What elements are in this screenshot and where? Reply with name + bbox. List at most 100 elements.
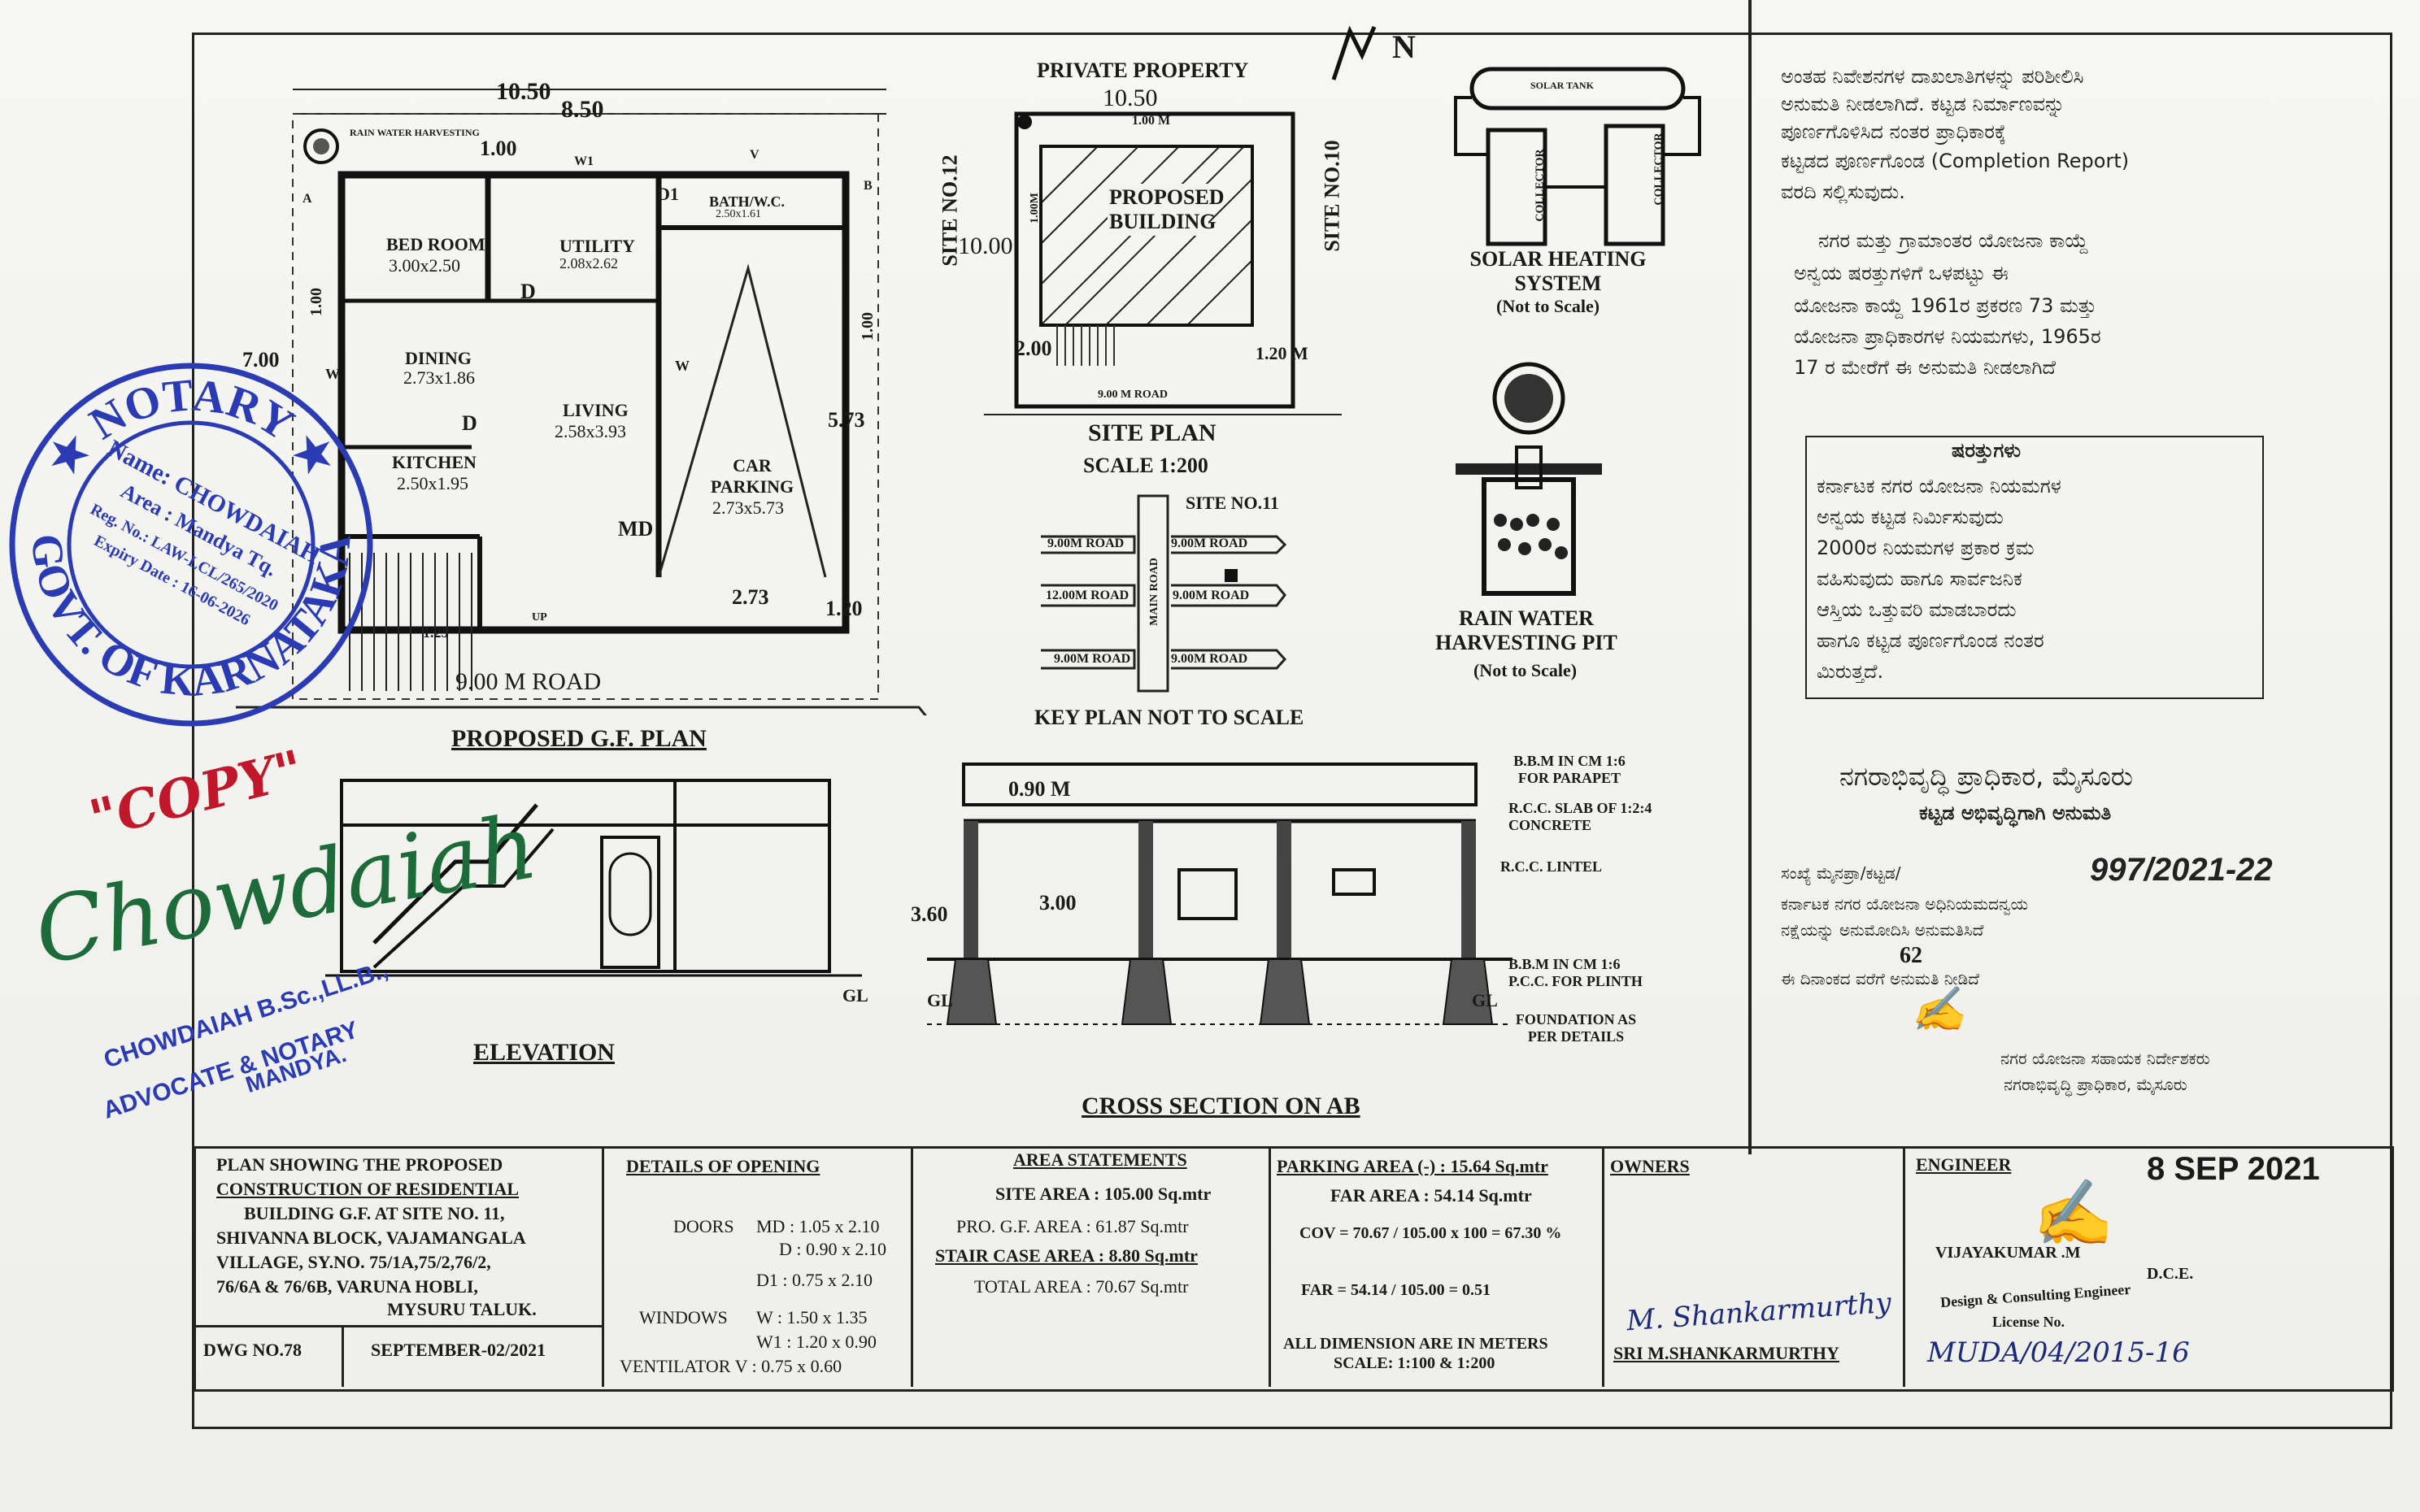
stair-up-mark: UP bbox=[532, 611, 547, 623]
site-building-label: PROPOSED BUILDING bbox=[1108, 184, 1225, 236]
tb-openings-title: DETAILS OF OPENING bbox=[626, 1156, 820, 1176]
gf-dim-left: 7.00 bbox=[242, 348, 280, 371]
key-road-5: 9.00M ROAD bbox=[1054, 652, 1131, 666]
tb-project-3: BUILDING G.F. AT SITE NO. 11, bbox=[244, 1203, 505, 1223]
gf-dim-100b: 1.00 bbox=[859, 312, 877, 341]
permit-62: 62 bbox=[1900, 943, 1922, 968]
gf-dim-inner: 8.50 bbox=[561, 96, 604, 123]
site-plan-width: 10.50 bbox=[1103, 85, 1158, 111]
kannada-mid-2: ಅನ್ವಯ ಷರತ್ತುಗಳಿಗೆ ಒಳಪಟ್ಟು ಈ bbox=[1794, 262, 2009, 285]
permit-line-2: ನಕ್ಷೆಯನ್ನು ಅನುಮೋದಿಸಿ ಅನುಮತಿಸಿದೆ bbox=[1781, 920, 1984, 940]
tb-far-area: FAR AREA : 54.14 Sq.mtr bbox=[1330, 1185, 1532, 1206]
tb-dims-note: ALL DIMENSION ARE IN METERS bbox=[1283, 1335, 1548, 1353]
section-note-parapet: B.B.M IN CM 1:6 FOR PARAPET bbox=[1513, 753, 1626, 786]
gf-dim-parking: 2.73 bbox=[732, 585, 769, 609]
room-dining-name: DINING bbox=[405, 348, 472, 368]
tb-date-stamp: 8 SEP 2021 bbox=[2147, 1151, 2320, 1187]
room-kitchen-name: KITCHEN bbox=[392, 452, 477, 472]
room-bath-name: BATH/W.C. bbox=[709, 193, 786, 210]
key-plan-title: KEY PLAN NOT TO SCALE bbox=[1034, 706, 1304, 729]
tb-door-md: MD : 1.05 x 2.10 bbox=[756, 1216, 880, 1236]
kannada-box-3: 2000ರ ನಿಯಮಗಳ ಪ್ರಕಾರ ಕ್ರಮ bbox=[1817, 537, 2035, 559]
permit-number-prefix: ಸಂಖ್ಯೆ ಮೈನಪ್ರಾ/ಕಟ್ಟಡ/ bbox=[1781, 863, 1901, 883]
tb-project-5: VILLAGE, SY.NO. 75/1A,75/2,76/2, bbox=[216, 1252, 491, 1272]
tb-divider-3 bbox=[1269, 1146, 1271, 1387]
section-mark-b: B bbox=[864, 179, 873, 193]
officer-signature: ✍ bbox=[1911, 984, 1966, 1035]
kannada-box-7: ಮಿರುತ್ತದೆ. bbox=[1817, 660, 1884, 683]
room-utility-size: 2.08x2.62 bbox=[559, 255, 618, 272]
notary-stamp: ★ NOTARY ★ GOVT. OF KARNATAKA Name: CHOW… bbox=[9, 363, 373, 727]
north-arrow-icon bbox=[1331, 25, 1377, 80]
room-dining-size: 2.73x1.86 bbox=[403, 367, 475, 388]
gf-dim-125: 1.25 bbox=[423, 624, 449, 641]
kannada-box-2: ಅನ್ವಯ ಕಟ್ಟಡ ನಿರ್ಮಿಸುವುದು bbox=[1817, 506, 2004, 528]
tb-licence-no: MUDA/04/2015-16 bbox=[1927, 1336, 2190, 1369]
kannada-line-3: ಪೂರ್ಣಗೊಳಿಸಿದ ನಂತರ ಪ್ರಾಧಿಕಾರಕ್ಕೆ bbox=[1781, 120, 2006, 143]
svg-text:★ NOTARY ★: ★ NOTARY ★ bbox=[37, 370, 346, 486]
solar-tank-label: SOLAR TANK bbox=[1530, 80, 1594, 91]
kannada-box-title: ಷರತ್ತುಗಳು bbox=[1952, 439, 2022, 462]
kannada-box-4: ವಹಿಸುವುದು ಹಾಗೂ ಸಾರ್ವಜನಿಕ bbox=[1817, 567, 2022, 590]
room-parking-name: CAR PARKING bbox=[710, 455, 794, 497]
key-road-2: 9.00M ROAD bbox=[1171, 537, 1248, 550]
officer-title-2: ನಗರಾಭಿವೃದ್ಧಿ ಪ್ರಾಧಿಕಾರ, ಮೈಸೂರು bbox=[2004, 1075, 2187, 1094]
window-mark-w-2: W bbox=[675, 358, 690, 374]
gf-dim-one: 1.00 bbox=[480, 137, 517, 160]
tb-project-4: SHIVANNA BLOCK, VAJAMANGALA bbox=[216, 1227, 526, 1248]
rain-pit-title: RAIN WATER HARVESTING PIT bbox=[1435, 606, 1617, 654]
section-mark-a: A bbox=[302, 192, 312, 206]
tb-engineer-title: ENGINEER bbox=[1916, 1154, 2012, 1175]
tb-project-7: MYSURU TALUK. bbox=[387, 1299, 537, 1319]
tb-project-6: 76/6A & 76/6B, VARUNA HOBLI, bbox=[216, 1276, 478, 1297]
tb-divider-5 bbox=[1903, 1146, 1905, 1387]
tb-window-w1: W1 : 1.20 x 0.90 bbox=[756, 1332, 877, 1352]
door-mark-d-2: D bbox=[462, 411, 477, 435]
tb-window-w: W : 1.50 x 1.35 bbox=[756, 1307, 868, 1327]
key-road-4: 9.00M ROAD bbox=[1173, 589, 1250, 602]
site-left-label: SITE NO.12 bbox=[938, 154, 962, 267]
tb-divider-4 bbox=[1602, 1146, 1604, 1387]
room-living-size: 2.58x3.93 bbox=[555, 421, 626, 441]
site-plan-drawing bbox=[984, 111, 1342, 415]
site-right-label: SITE NO.10 bbox=[1320, 140, 1344, 252]
tb-dwg-split bbox=[342, 1325, 344, 1387]
site-setback-top: 1.00 M bbox=[1132, 114, 1171, 128]
room-bath-size: 2.50x1.61 bbox=[716, 208, 761, 220]
site-plan-title: SITE PLAN bbox=[1088, 419, 1217, 446]
tb-door-d1: D1 : 0.75 x 2.10 bbox=[756, 1270, 873, 1290]
kannada-line-2: ಅನುಮತಿ ನೀಡಲಾಗಿದೆ. ಕಟ್ಟಡ ನಿರ್ಮಾಣವನ್ನು bbox=[1781, 93, 2065, 115]
kannada-line-5: ವರದಿ ಸಲ್ಲಿಸುವುದು. bbox=[1781, 180, 1905, 203]
gf-road-label: 9.00 M ROAD bbox=[455, 668, 602, 695]
tb-project-1: PLAN SHOWING THE PROPOSED bbox=[216, 1154, 503, 1175]
room-parking-size: 2.73x5.73 bbox=[712, 497, 784, 518]
authority-name: ನಗರಾಭಿವೃದ್ಧಿ ಪ್ರಾಧಿಕಾರ, ಮೈಸೂರು bbox=[1839, 761, 2134, 792]
window-mark-w1: W1 bbox=[574, 154, 594, 168]
solar-title: SOLAR HEATING SYSTEM bbox=[1469, 247, 1647, 295]
permit-sign-line: ಈ ದಿನಾಂಕದ ವರೆಗೆ ಅನುಮತಿ ನೀಡಿದೆ bbox=[1781, 969, 1979, 988]
kannada-conditions-box bbox=[1805, 436, 2264, 699]
site-setback-right: 1.20 M bbox=[1256, 343, 1308, 363]
section-note-slab: R.C.C. SLAB OF 1:2:4 CONCRETE bbox=[1508, 800, 1652, 833]
site-plan-depth: 10.00 bbox=[958, 232, 1013, 259]
key-road-6: 9.00M ROAD bbox=[1171, 652, 1248, 666]
elevation-title: ELEVATION bbox=[473, 1039, 615, 1066]
drawing-frame bbox=[192, 33, 2392, 1429]
gf-plan-title: PROPOSED G.F. PLAN bbox=[451, 725, 707, 752]
cross-section-drawing bbox=[927, 763, 1512, 1025]
solar-heating-drawing bbox=[1454, 67, 1701, 246]
room-living-name: LIVING bbox=[563, 400, 629, 420]
tb-windows-label: WINDOWS bbox=[639, 1307, 728, 1327]
elevation-gl: GL bbox=[842, 985, 868, 1006]
kannada-mid-1: ನಗರ ಮತ್ತು ಗ್ರಾಮಾಂತರ ಯೋಜನಾ ಕಾಯ್ದೆ bbox=[1818, 229, 2089, 252]
door-mark-d1: D1 bbox=[657, 184, 679, 204]
gf-dim-overall: 10.50 bbox=[496, 78, 551, 105]
tb-owner-name: SRI M.SHANKARMURTHY bbox=[1613, 1343, 1839, 1363]
room-kitchen-size: 2.50x1.95 bbox=[397, 473, 468, 493]
permit-number: 997/2021-22 bbox=[2090, 852, 2273, 888]
permit-line-1: ಕರ್ನಾಟಕ ನಗರ ಯೋಜನಾ ಅಧಿನಿಯಮದನ್ವಯ bbox=[1781, 894, 2029, 914]
site-plan-top-label: PRIVATE PROPERTY bbox=[1037, 59, 1249, 82]
kannada-box-5: ಆಸ್ತಿಯ ಒತ್ತುವರಿ ಮಾಡಬಾರದು bbox=[1817, 598, 2017, 621]
kannada-mid-4: ಯೋಜನಾ ಪ್ರಾಧಿಕಾರಗಳ ನಿಯಮಗಳು, 1965ರ bbox=[1794, 325, 2101, 348]
tb-far: FAR = 54.14 / 105.00 = 0.51 bbox=[1301, 1281, 1491, 1299]
